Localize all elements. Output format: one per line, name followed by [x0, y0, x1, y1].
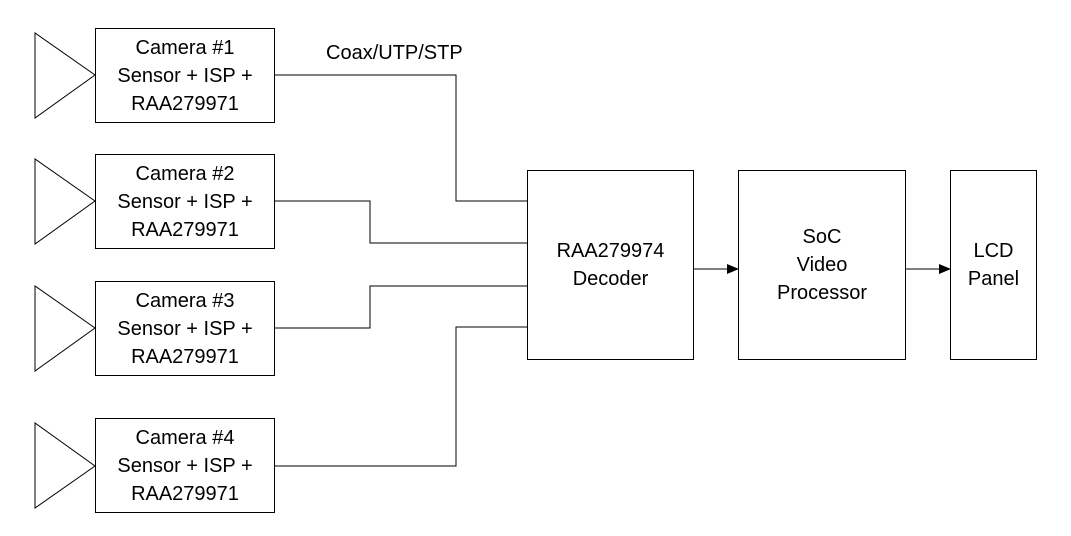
lcd-box: LCD Panel	[950, 170, 1037, 360]
camera-1-link	[275, 74, 527, 202]
decoder-line-2: Decoder	[572, 268, 649, 290]
camera-2-link	[275, 200, 527, 244]
decoder-box: RAA279974 Decoder	[527, 170, 694, 360]
soc-box: SoC Video Processor	[738, 170, 906, 360]
camera-3-link	[275, 285, 527, 329]
camera-1-lens-icon	[34, 32, 96, 119]
soc-line-3: Processor	[776, 282, 868, 304]
camera-4-lens-icon	[34, 422, 96, 509]
camera-2-title: Camera #2	[135, 162, 235, 185]
camera-3-line-3: RAA279971	[131, 345, 239, 368]
camera-4-line-2: Sensor + ISP +	[117, 454, 253, 477]
decoder-line-1: RAA279974	[556, 240, 665, 262]
camera-3-lens-icon	[34, 285, 96, 372]
camera-4-link	[275, 326, 527, 467]
camera-2-line-3: RAA279971	[131, 218, 239, 241]
lcd-line-1: LCD	[973, 240, 1014, 262]
soc-line-2: Video	[796, 254, 848, 276]
camera-2-line-2: Sensor + ISP +	[117, 190, 253, 213]
camera-4-box: Camera #4 Sensor + ISP + RAA279971	[95, 418, 275, 513]
camera-3-line-2: Sensor + ISP +	[117, 317, 253, 340]
link-label: Coax/UTP/STP	[326, 42, 463, 64]
camera-2-lens-icon	[34, 158, 96, 245]
camera-4-title: Camera #4	[135, 426, 235, 449]
camera-3-title: Camera #3	[135, 289, 235, 312]
camera-3-box: Camera #3 Sensor + ISP + RAA279971	[95, 281, 275, 376]
soc-line-1: SoC	[802, 226, 842, 248]
camera-1-title: Camera #1	[135, 36, 235, 59]
camera-1-box: Camera #1 Sensor + ISP + RAA279971	[95, 28, 275, 123]
camera-1-line-3: RAA279971	[131, 92, 239, 115]
camera-4-line-3: RAA279971	[131, 482, 239, 505]
camera-1-line-2: Sensor + ISP +	[117, 64, 253, 87]
camera-2-box: Camera #2 Sensor + ISP + RAA279971	[95, 154, 275, 249]
lcd-line-2: Panel	[967, 268, 1020, 290]
